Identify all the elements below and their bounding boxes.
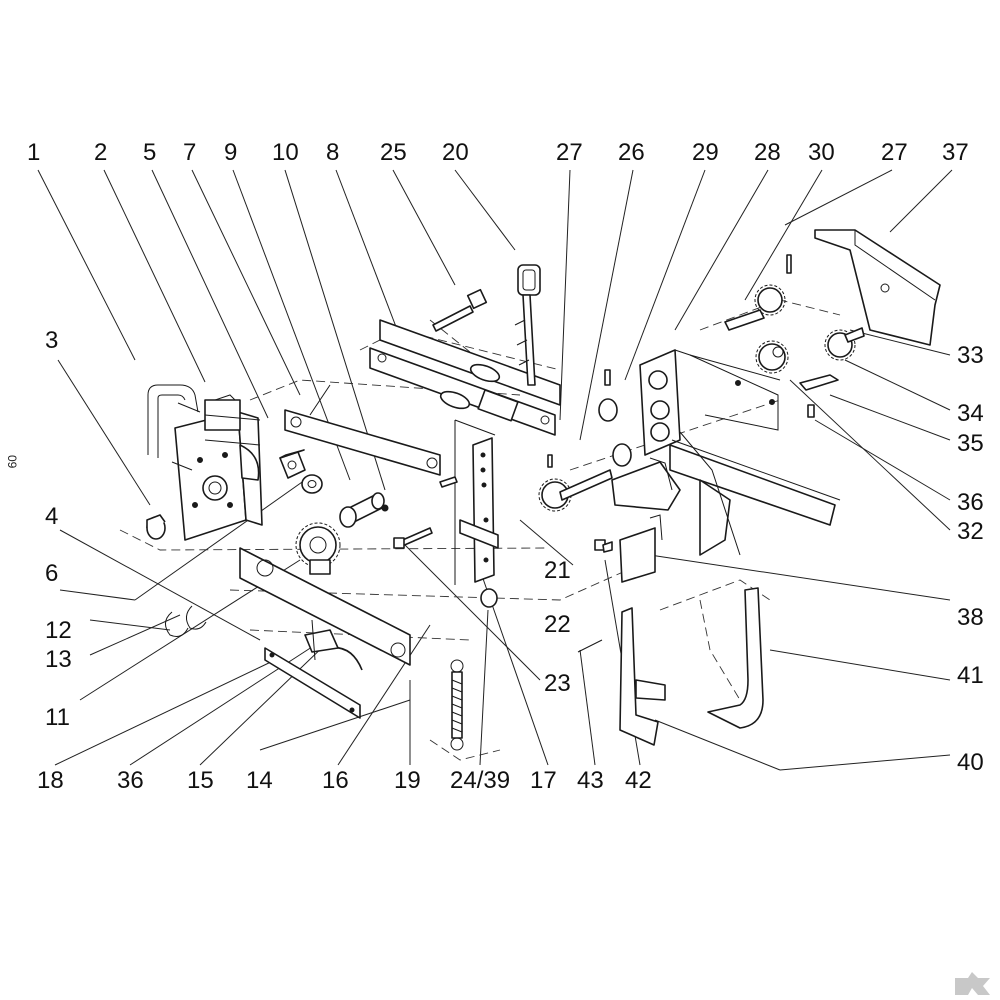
part-label-41: 41 [957,662,984,689]
part-label-17: 17 [530,767,557,794]
pin-43 [577,639,603,653]
cover-37 [814,229,941,346]
shaft-sprocket-26 [538,369,632,512]
frame-long-tube [669,431,841,556]
part-label-14: 14 [246,767,273,794]
part-label-20: 20 [442,139,469,166]
part-label-27: 27 [556,139,583,166]
part-label-33: 33 [957,342,984,369]
part-label-40: 40 [957,749,984,776]
spring-24-39 [450,659,464,751]
bolt-25 [432,288,488,332]
part-label-6: 6 [45,560,58,587]
part-number-labels: 1 2 5 7 9 10 8 25 20 27 26 29 28 30 27 3… [27,139,984,794]
square-block-5 [279,449,306,479]
tine-41 [707,587,764,729]
part-label-15: 15 [187,767,214,794]
flat-bar-18 [264,647,361,719]
clip-34-35 [799,374,839,418]
sprocket-11 [295,522,341,575]
leader-lines [37,169,953,771]
spacer-17 [480,588,498,608]
part-label-21: 21 [544,557,571,584]
part-label-43: 43 [577,767,604,794]
part-label-7: 7 [183,139,196,166]
part-label-8: 8 [326,139,339,166]
bushing-4 [146,514,166,540]
lower-arm-14 [239,547,411,671]
part-label-27-right: 27 [881,139,908,166]
part-label-11: 11 [45,704,70,731]
sprocket-32 [755,340,789,374]
part-label-36-bottom: 36 [117,767,144,794]
retaining-clip-12 [165,605,207,637]
part-label-38: 38 [957,604,984,631]
part-label-24-39: 24/39 [450,767,510,794]
part-label-42: 42 [625,767,652,794]
part-label-19: 19 [394,767,421,794]
part-label-4: 4 [45,503,58,530]
block-38 [619,514,663,583]
sprocket-33 [824,327,865,361]
part-label-25: 25 [380,139,407,166]
part-label-3: 3 [45,327,58,354]
part-label-1: 1 [27,139,40,166]
bolt-42 [594,539,613,553]
long-bar-7 [369,319,561,436]
part-label-13: 13 [45,646,72,673]
nut-6 [301,474,323,494]
part-label-2: 2 [94,139,107,166]
part-label-29: 29 [692,139,719,166]
bracket-38 [611,457,681,511]
tine-40 [619,607,666,746]
part-label-28: 28 [754,139,781,166]
part-label-35: 35 [957,430,984,457]
part-label-30: 30 [808,139,835,166]
part-label-32: 32 [957,518,984,545]
vertical-plate-21 [454,419,499,585]
long-bar-8 [284,384,441,476]
part-label-10: 10 [272,139,299,166]
part-label-12: 12 [45,617,72,644]
bolt-23 [393,476,458,549]
frame-bracket-29 [639,349,781,456]
part-label-36-right: 36 [957,489,984,516]
part-label-37: 37 [942,139,969,166]
bracket-15 [304,619,339,661]
side-page-code: 09 [5,455,19,469]
part-label-22: 22 [544,611,571,638]
part-label-23: 23 [544,670,571,697]
part-label-5: 5 [143,139,156,166]
sprocket-shaft-28 [724,254,792,331]
u-bolt [147,384,201,471]
part-label-16: 16 [322,767,349,794]
side-mount-plate [174,394,263,541]
part-label-26: 26 [618,139,645,166]
part-label-18: 18 [37,767,64,794]
part-label-34: 34 [957,400,984,427]
pivot-shaft-9 [339,492,389,528]
pin-handle-20 [514,264,541,386]
corner-logo-icon [955,972,990,995]
part-label-9: 9 [224,139,237,166]
